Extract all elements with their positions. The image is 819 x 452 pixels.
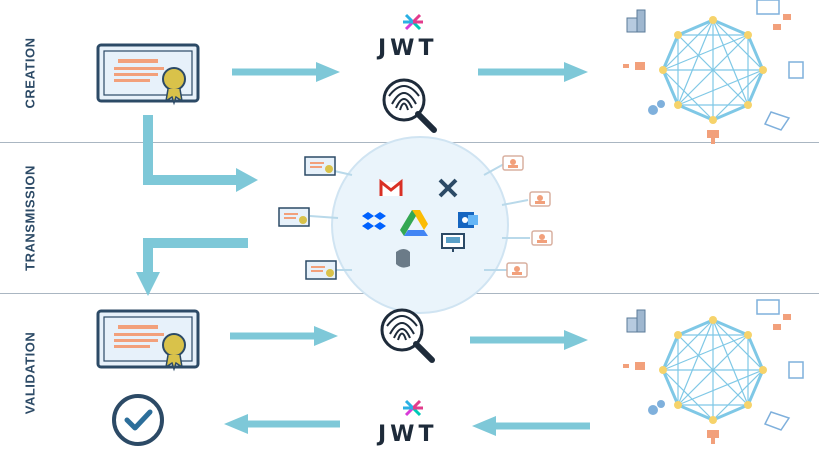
user-card-icon <box>506 262 528 278</box>
user-card-icon <box>531 230 553 246</box>
certificate-icon <box>305 260 337 280</box>
arrow-right <box>230 326 338 346</box>
certificate-icon <box>278 207 310 227</box>
arrow-down-right <box>143 115 258 192</box>
screen-icon <box>441 233 465 252</box>
jwt-text: JWT <box>378 422 438 447</box>
evernote-icon <box>396 249 410 268</box>
user-card-icon <box>529 191 551 207</box>
certificate-icon <box>304 156 336 176</box>
certificate-icon <box>96 43 200 105</box>
user-card-icon <box>502 155 524 171</box>
certificate-icon <box>96 309 200 371</box>
blockchain-network-icon <box>621 0 805 146</box>
fingerprint-magnifier-icon <box>382 310 432 360</box>
blockchain-network-icon <box>621 298 805 446</box>
arrow-left-down <box>136 238 248 296</box>
arrow-left <box>224 414 340 434</box>
jwt-logo <box>401 399 425 417</box>
fingerprint-magnifier-icon <box>384 80 434 130</box>
google-drive-icon <box>400 210 428 236</box>
jwt-text: JWT <box>378 36 438 61</box>
arrow-right <box>478 62 588 82</box>
transmission-hub <box>309 136 530 314</box>
dropbox-icon <box>362 212 386 230</box>
jwt-logo <box>401 13 425 31</box>
outlook-icon <box>458 212 478 228</box>
gmail-icon <box>379 178 403 196</box>
arrow-left <box>472 416 590 436</box>
arrow-right <box>470 330 588 350</box>
x-icon <box>438 178 458 198</box>
checkmark-circle-icon <box>112 394 164 446</box>
arrow-right <box>232 62 340 82</box>
